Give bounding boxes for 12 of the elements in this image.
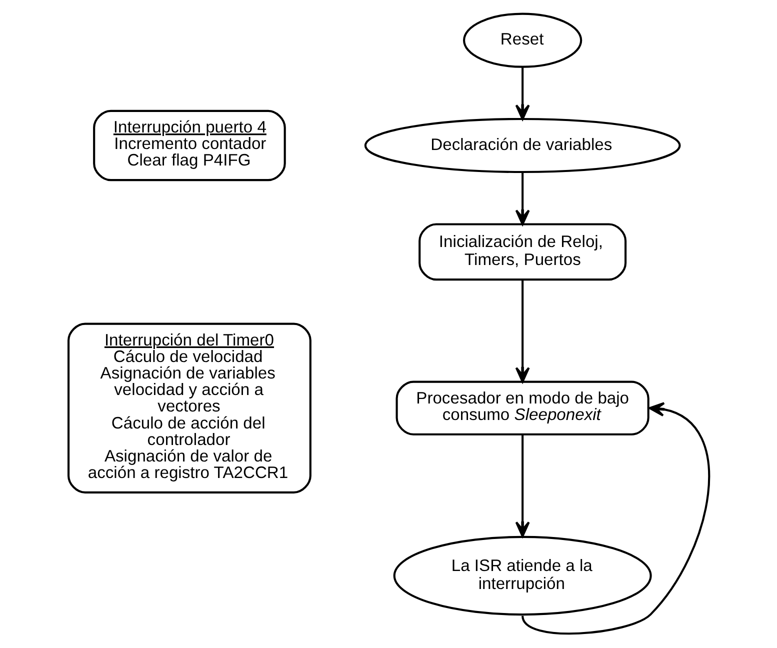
node-box: Interrupción puerto 4 Incremento contador Clear flag P4IFG: [92, 110, 286, 182]
arrow: [514, 280, 530, 383]
node-ellipse: Declaración de variables: [364, 118, 680, 174]
node-ellipse: Reset: [462, 12, 582, 68]
node-box: Procesador en modo de bajo consumo Sleeponexit: [395, 380, 649, 436]
node-box: Interrupción del Timer0 Cáculo de velocidad Asignación de variables velocidad y acción a vectores Cáculo de acción del controlador Asignación de valor de acción a registro TA2CCR1: [67, 322, 311, 494]
arrow: [521, 402, 710, 635]
arrow: [514, 172, 530, 226]
arrow: [514, 434, 530, 538]
node-ellipse: La ISR atiende a la interrupción: [392, 536, 652, 616]
node-box: Inicialización de Reloj, Timers, Puertos: [418, 223, 626, 281]
arrow: [514, 67, 530, 120]
